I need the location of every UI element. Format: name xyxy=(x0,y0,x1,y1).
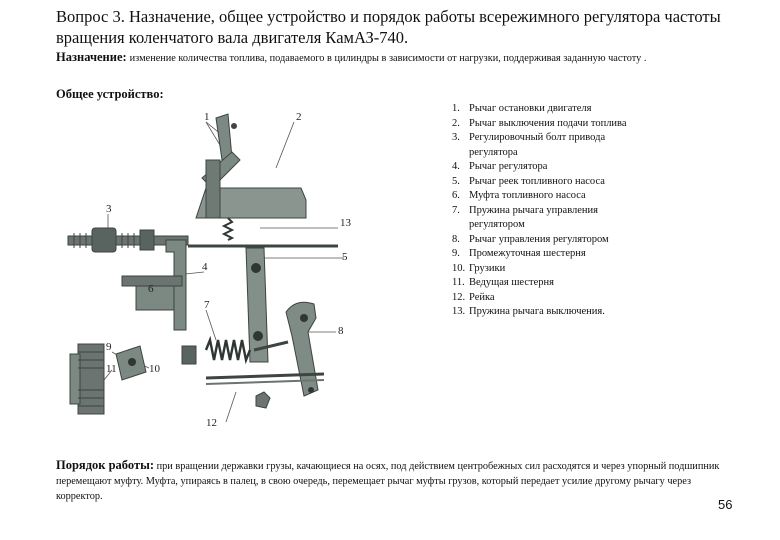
part-number: 6. xyxy=(452,190,460,201)
part-label: Рычаг регулятора xyxy=(469,161,548,172)
part-label: Рычаг реек топливного насоса xyxy=(469,175,605,187)
page-title: Вопрос 3. Назначение, общее устройство и… xyxy=(56,7,721,47)
part-label: Грузики xyxy=(469,262,506,274)
part-label: Ведущая шестерня xyxy=(469,277,554,288)
parts-list-item: 1. Рычаг остановки двигателя xyxy=(452,102,702,117)
parts-list-item: 5. Рычаг реек топливного насоса xyxy=(452,175,702,190)
parts-list-item: 2. Рычаг выключения подачи топлива xyxy=(452,117,702,132)
part-number: 1. xyxy=(452,103,460,114)
parts-list-item: 4. Рычаг регулятора xyxy=(452,160,702,175)
purpose-label: Назначение: xyxy=(56,50,127,64)
part-label: Регулировочный болт привода регулятора xyxy=(469,132,606,158)
device-heading: Общее устройство: xyxy=(56,87,164,101)
parts-list-item: 11. Ведущая шестерня xyxy=(452,276,702,291)
parts-list-item: 8. Рычаг управления регулятором xyxy=(452,233,702,248)
callout-1: 1 xyxy=(204,111,210,123)
part-label: Рейка xyxy=(469,291,495,303)
governor-diagram: 1 2 3 4 5 6 7 8 9 10 11 12 13 xyxy=(67,111,352,429)
part-number: 13. xyxy=(452,306,466,317)
part-label: Муфта топливного насоса xyxy=(469,190,586,201)
callout-2: 2 xyxy=(296,111,302,123)
parts-list-item: 9. Промежуточная шестерня xyxy=(452,247,702,262)
part-number: 12. xyxy=(452,291,466,303)
part-number: 11. xyxy=(452,277,465,288)
callout-13: 13 xyxy=(340,217,352,229)
callout-12: 12 xyxy=(206,417,217,429)
parts-list-item: 12.Рейка xyxy=(452,291,702,306)
part-number: 7. xyxy=(452,204,460,216)
part-label: Рычаг остановки двигателя xyxy=(469,103,592,114)
part-label: Промежуточная шестерня xyxy=(469,248,586,259)
callout-10: 10 xyxy=(149,363,161,375)
part-number: 4. xyxy=(452,161,460,172)
callout-7: 7 xyxy=(204,299,210,311)
parts-list-item: 7. Пружина рычага управления регулятором xyxy=(452,204,702,233)
page-number: 56 xyxy=(718,497,733,512)
part-number: 10. xyxy=(452,262,466,274)
operation-section: Порядок работы: при вращении державки гр… xyxy=(56,458,728,504)
operation-label: Порядок работы: xyxy=(56,458,155,472)
callout-3: 3 xyxy=(106,203,112,215)
part-number: 9. xyxy=(452,248,460,259)
parts-list-item: 3. Регулировочный болт привода регулятора xyxy=(452,131,702,160)
callout-5: 5 xyxy=(342,251,348,263)
part-number: 8. xyxy=(452,233,460,245)
parts-list-item: 6. Муфта топливного насоса xyxy=(452,189,702,204)
part-label: Рычаг выключения подачи топлива xyxy=(469,117,627,129)
callout-6: 6 xyxy=(148,283,154,295)
part-label: Рычаг управления регулятором xyxy=(469,233,609,245)
part-label: Пружина рычага выключения. xyxy=(469,306,605,317)
callout-11: 11 xyxy=(106,363,117,375)
part-number: 2. xyxy=(452,117,460,129)
callout-4: 4 xyxy=(202,261,208,273)
purpose-text: изменение количества топлива, подаваемог… xyxy=(129,53,647,64)
part-number: 5. xyxy=(452,175,460,187)
parts-list-item: 13.Пружина рычага выключения. xyxy=(452,305,702,320)
parts-list-item: 10.Грузики xyxy=(452,262,702,277)
parts-list: 1. Рычаг остановки двигателя 2. Рычаг выкл… xyxy=(452,102,702,320)
callout-9: 9 xyxy=(106,341,112,353)
callout-8: 8 xyxy=(338,325,344,337)
operation-text: при вращении державки грузы, качающиеся … xyxy=(56,461,720,502)
part-label: Пружина рычага управления регулятором xyxy=(469,204,598,231)
part-number: 3. xyxy=(452,132,460,143)
purpose-line: Назначение: изменение количества топлива… xyxy=(56,50,646,66)
